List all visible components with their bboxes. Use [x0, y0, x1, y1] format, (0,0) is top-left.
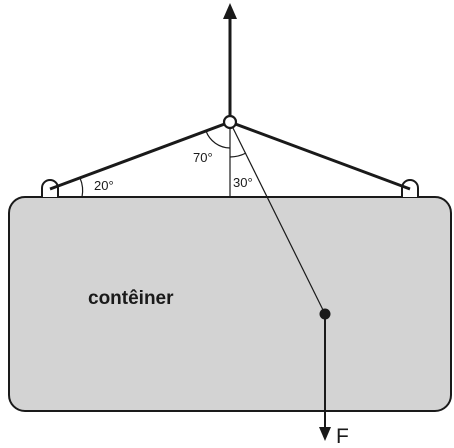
lifting-ring — [222, 114, 238, 130]
force-label: F — [336, 425, 349, 448]
left-cable — [49, 120, 231, 191]
angle-arc-ring-left — [205, 130, 231, 149]
angle-label-20: 20° — [94, 178, 114, 193]
right-cable — [229, 120, 411, 191]
center-of-mass-dot — [319, 308, 331, 320]
center-of-mass-line — [229, 121, 326, 315]
arrow-up-icon — [223, 3, 237, 19]
arrow-down-icon — [319, 427, 331, 441]
angle-label-70: 70° — [193, 150, 213, 165]
angle-label-30: 30° — [233, 175, 253, 190]
container-body — [8, 196, 452, 412]
container-label: contêiner — [88, 288, 174, 309]
angle-arc-left — [79, 177, 84, 198]
angle-arc-ring-right — [229, 152, 247, 158]
